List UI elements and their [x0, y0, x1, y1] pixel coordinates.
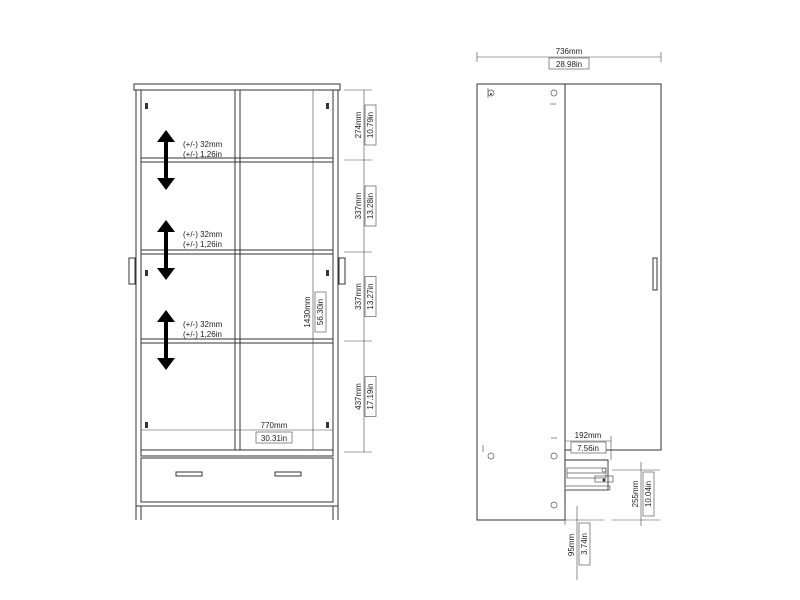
drawer-depth-mm-label: 192mm [575, 431, 602, 440]
shelf-gap-in-label: 17.19in [366, 383, 375, 409]
width-in-label: 30.31in [261, 434, 287, 443]
shelf-3 [140, 338, 334, 344]
left-door-handle [128, 257, 136, 285]
drawer-runner-detail [564, 459, 614, 491]
adjust-mm-label: (+/-) 32mm [183, 140, 223, 149]
base-height-in-label: 3.74in [580, 533, 589, 555]
drawer-depth-in-label: 7.56in [577, 444, 599, 453]
shelf-gap-mm-label: 274mm [354, 111, 363, 138]
adjust-mm-label: (+/-) 32mm [183, 320, 223, 329]
front-top-rail [133, 83, 341, 91]
side-door-handle [652, 257, 658, 291]
width-mm-label: 770mm [261, 421, 288, 430]
side-view: 736mm 28.98in 192mm 7.56in 255mm 10.04in… [476, 47, 662, 580]
depth-mm-label: 736mm [556, 47, 583, 56]
shelf-gap-in-label: 13.27in [366, 283, 375, 309]
base-height-mm-label: 95mm [567, 534, 576, 557]
shelf-gap-mm-label: 337mm [354, 283, 363, 310]
adjust-arrow-2: (+/-) 32mm(+/-) 1,26in [157, 220, 223, 280]
door-side-profile [564, 83, 662, 451]
drawer-height-in-label: 10.04in [644, 481, 653, 507]
adjustment-arrows: (+/-) 32mm(+/-) 1,26in(+/-) 32mm(+/-) 1,… [157, 130, 223, 370]
adjust-mm-label: (+/-) 32mm [183, 230, 223, 239]
drawer-height-mm-label: 255mm [631, 480, 640, 507]
shelf-2 [140, 249, 334, 255]
adjust-arrow-1: (+/-) 32mm(+/-) 1,26in [157, 130, 223, 190]
drawer-handle-right [274, 471, 302, 477]
shelf-gap-mm-label: 437mm [354, 383, 363, 410]
hinges [145, 103, 329, 428]
shelf-gap-in-label: 13.28in [366, 193, 375, 219]
adjust-arrow-3: (+/-) 32mm(+/-) 1,26in [157, 310, 223, 370]
right-door-handle [338, 257, 346, 285]
shelf-gap-in-label: 10.79in [366, 112, 375, 138]
shelf-gap-mm-label: 337mm [354, 192, 363, 219]
inner-height-in-label: 56.30in [316, 299, 325, 325]
adjust-in-label: (+/-) 1,26in [183, 240, 222, 249]
front-view: (+/-) 32mm(+/-) 1,26in(+/-) 32mm(+/-) 1,… [128, 83, 377, 520]
bottom-board [140, 449, 334, 457]
drawer-front [140, 457, 334, 503]
adjust-in-label: (+/-) 1,26in [183, 150, 222, 159]
shelf-1 [140, 157, 334, 163]
drawer-handle-left [175, 471, 203, 477]
depth-in-label: 28.98in [556, 60, 582, 69]
adjust-in-label: (+/-) 1,26in [183, 330, 222, 339]
side-panel [476, 83, 566, 521]
inner-height-mm-label: 1430mm [303, 296, 312, 327]
mount-holes [487, 89, 558, 509]
